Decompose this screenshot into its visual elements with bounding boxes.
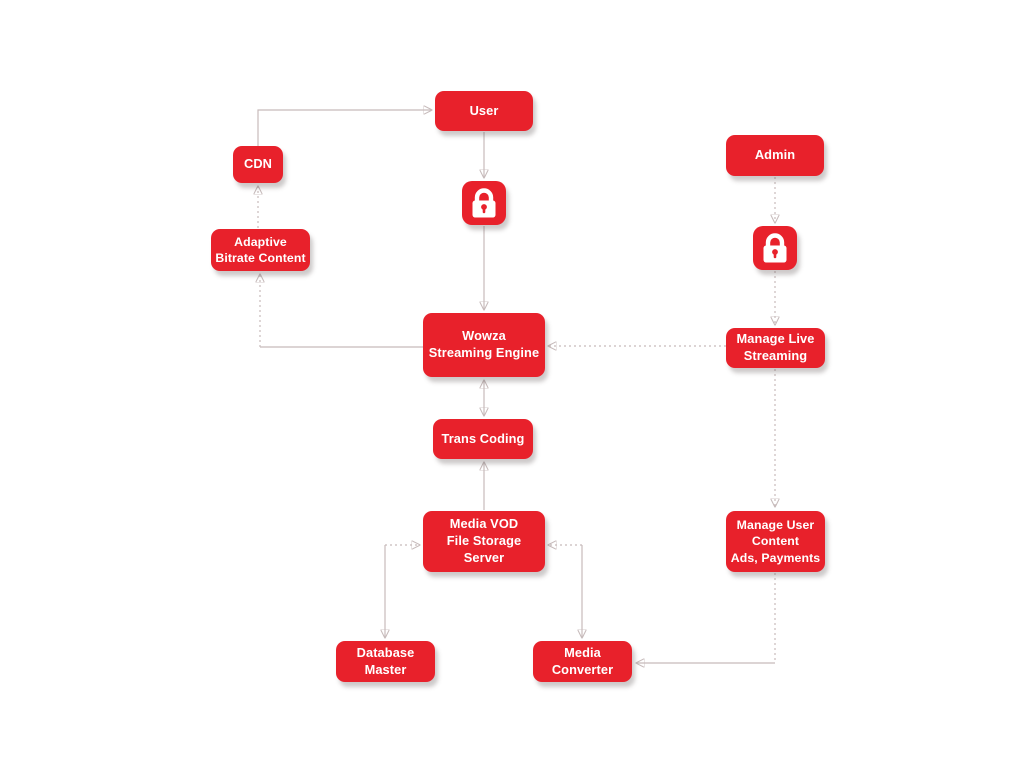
node-media-vod-file-storage-server: Media VOD File Storage Server	[423, 511, 545, 572]
node-cdn: CDN	[233, 146, 283, 183]
lock-icon	[472, 188, 496, 218]
node-admin: Admin	[726, 135, 824, 176]
node-user-security-lock	[462, 181, 506, 225]
node-database-master: Database Master	[336, 641, 435, 682]
lock-icon	[763, 233, 787, 263]
node-trans-coding: Trans Coding	[433, 419, 533, 459]
node-wowza-streaming-engine: Wowza Streaming Engine	[423, 313, 545, 377]
node-user: User	[435, 91, 533, 131]
node-media-converter: Media Converter	[533, 641, 632, 682]
node-admin-security-lock	[753, 226, 797, 270]
node-manage-live-streaming: Manage Live Streaming	[726, 328, 825, 368]
edge-cdn-to-user	[257, 110, 431, 146]
node-adaptive-bitrate-content: Adaptive Bitrate Content	[211, 229, 310, 271]
node-manage-user-content-ads-payments: Manage User Content Ads, Payments	[726, 511, 825, 572]
